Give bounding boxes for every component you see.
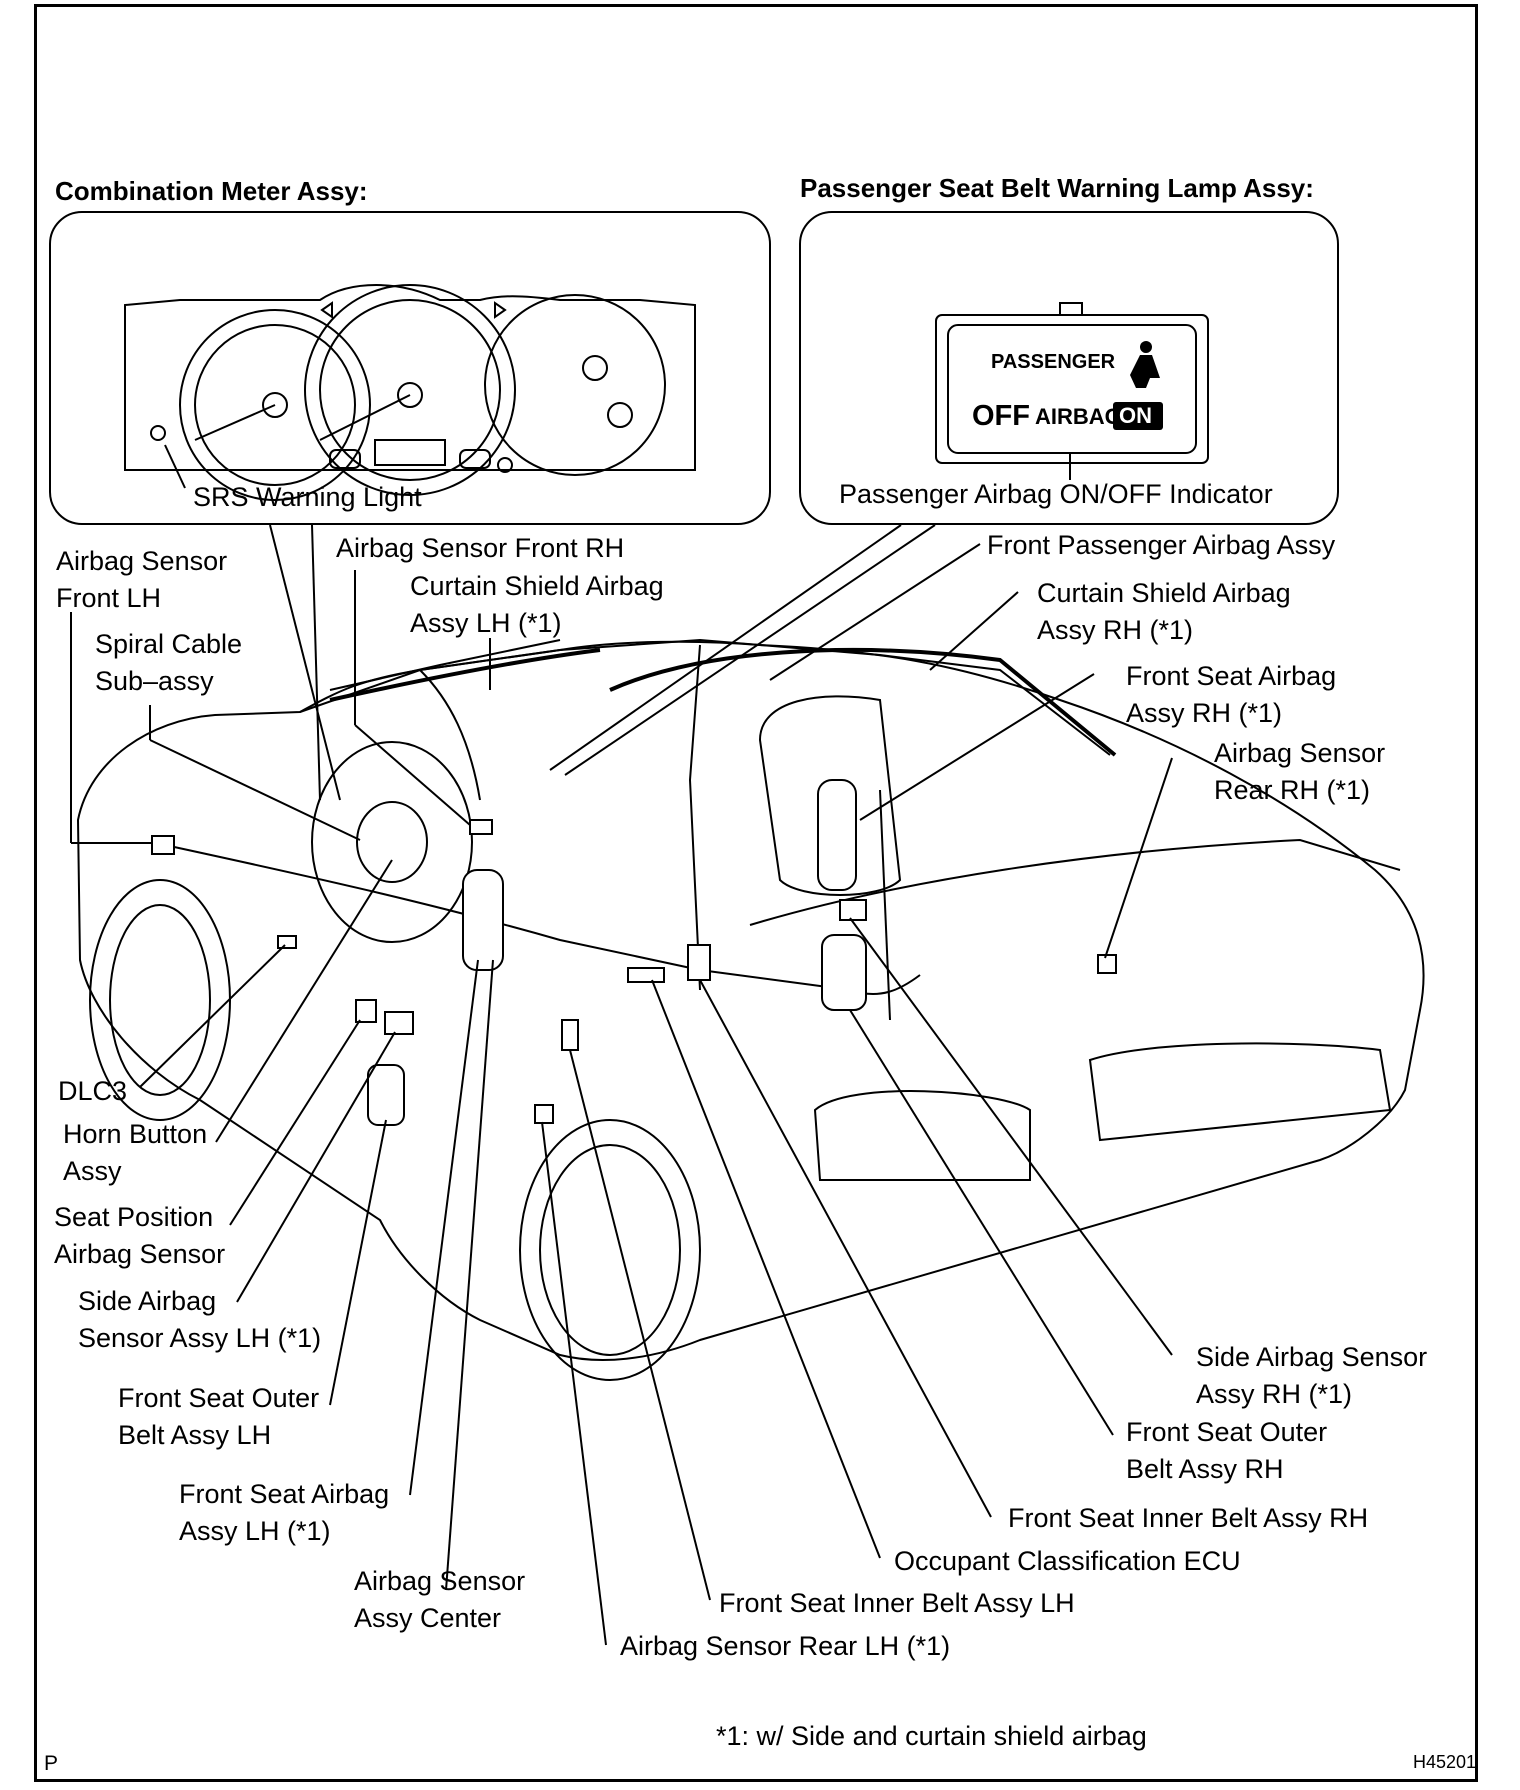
- airbag-sensor-front-rh: [469, 819, 493, 835]
- diagram-frame: [34, 4, 1478, 1782]
- label-airbag-sensor-rear-lh: Airbag Sensor Rear LH (*1): [620, 1631, 951, 1661]
- label-front-seat-inner-belt-lh: Front Seat Inner Belt Assy LH: [719, 1588, 1075, 1618]
- seat-position-sensor: [355, 999, 377, 1023]
- airbag-sensor-rear-lh: [534, 1104, 554, 1124]
- panel-passenger-text: PASSENGER: [991, 351, 1116, 373]
- passenger-lamp-box: [799, 211, 1339, 525]
- label-airbag-sensor-front-lh-1: Airbag Sensor: [56, 546, 228, 576]
- tachometer-gauge: [179, 309, 371, 501]
- airbag-sensor-rear-rh: [1097, 954, 1117, 974]
- label-front-seat-inner-belt-rh: Front Seat Inner Belt Assy RH: [1008, 1503, 1369, 1533]
- occupant-classification-ecu: [627, 967, 665, 983]
- label-curtain-shield-lh-2: Assy LH (*1): [410, 608, 562, 638]
- passenger-seat: [758, 695, 902, 896]
- label-airbag-sensor-rear-rh-1: Airbag Sensor: [1214, 738, 1386, 768]
- label-airbag-sensor-rear-rh-2: Rear RH (*1): [1214, 775, 1371, 805]
- header-combination-meter: Combination Meter Assy:: [55, 176, 368, 206]
- label-front-seat-airbag-rh-2: Assy RH (*1): [1126, 698, 1283, 728]
- srs-warning-icon: [150, 425, 166, 441]
- label-horn-button-2: Assy: [63, 1156, 122, 1186]
- outer-belt-retractor-rh: [821, 934, 867, 1011]
- label-airbag-sensor-front-lh-2: Front LH: [56, 583, 162, 613]
- label-curtain-shield-rh-1: Curtain Shield Airbag: [1037, 578, 1291, 608]
- label-airbag-sensor-center-1: Airbag Sensor: [354, 1566, 526, 1596]
- header-passenger-lamp: Passenger Seat Belt Warning Lamp Assy:: [800, 173, 1314, 203]
- curtain-airbag-rail: [329, 648, 1117, 757]
- label-front-seat-outer-belt-lh-1: Front Seat Outer: [118, 1383, 320, 1413]
- front-seat-airbag-lh: [462, 869, 504, 971]
- dlc3-connector: [277, 935, 297, 949]
- label-seat-position-sensor-1: Seat Position: [54, 1202, 214, 1232]
- label-airbag-sensor-front-rh: Airbag Sensor Front RH: [336, 533, 625, 563]
- label-front-seat-outer-belt-lh-2: Belt Assy LH: [118, 1420, 272, 1450]
- label-front-passenger-airbag: Front Passenger Airbag Assy: [987, 530, 1336, 560]
- airbag-sensor-front-lh: [151, 835, 175, 855]
- label-passenger-airbag-indicator: Passenger Airbag ON/OFF Indicator: [839, 479, 1273, 509]
- panel-off-text: OFF: [972, 400, 1030, 432]
- side-airbag-sensor-rh: [839, 899, 867, 921]
- label-spiral-cable-2: Sub–assy: [95, 666, 214, 696]
- corner-code-left: P: [44, 1752, 59, 1775]
- front-seat-airbag-rh: [817, 779, 857, 891]
- label-seat-position-sensor-2: Airbag Sensor: [54, 1239, 226, 1269]
- speedometer-gauge: [304, 284, 516, 496]
- panel-on-text: ON: [1119, 403, 1152, 428]
- steering-wheel: [311, 741, 473, 943]
- side-airbag-sensor-lh: [384, 1011, 414, 1035]
- outer-belt-retractor-lh: [367, 1064, 405, 1126]
- fuel-temp-gauge: [484, 294, 666, 476]
- label-curtain-shield-rh-2: Assy RH (*1): [1037, 615, 1194, 645]
- passenger-lamp-housing: [935, 314, 1209, 464]
- meter-cluster-outline: [124, 284, 696, 471]
- label-front-seat-outer-belt-rh-2: Belt Assy RH: [1126, 1454, 1284, 1484]
- label-curtain-shield-lh-1: Curtain Shield Airbag: [410, 571, 664, 601]
- label-side-airbag-sensor-lh-1: Side Airbag: [78, 1286, 217, 1316]
- combination-meter-box: [49, 211, 771, 525]
- label-front-seat-airbag-lh-1: Front Seat Airbag: [179, 1479, 390, 1509]
- wire-harness: [164, 844, 921, 995]
- label-side-airbag-sensor-lh-2: Sensor Assy LH (*1): [78, 1323, 322, 1353]
- label-spiral-cable-1: Spiral Cable: [95, 629, 243, 659]
- corner-code-right: H45201: [1413, 1752, 1477, 1772]
- inner-belt-buckle-rh: [687, 944, 711, 981]
- label-horn-button-1: Horn Button: [63, 1119, 208, 1149]
- label-front-seat-airbag-rh-1: Front Seat Airbag: [1126, 661, 1337, 691]
- seatbelt-icon-head: [1140, 341, 1152, 353]
- panel-airbag-text: AIRBAG: [1035, 404, 1122, 429]
- label-srs-warning-light: SRS Warning Light: [193, 482, 422, 512]
- label-front-seat-airbag-lh-2: Assy LH (*1): [179, 1516, 331, 1546]
- footnote: *1: w/ Side and curtain shield airbag: [716, 1721, 1147, 1751]
- on-indicator-box: [1113, 402, 1163, 430]
- label-front-seat-outer-belt-rh-1: Front Seat Outer: [1126, 1417, 1328, 1447]
- label-airbag-sensor-center-2: Assy Center: [354, 1603, 502, 1633]
- label-side-airbag-sensor-rh-2: Assy RH (*1): [1196, 1379, 1353, 1409]
- rear-wheel: [519, 1119, 701, 1381]
- label-side-airbag-sensor-rh-1: Side Airbag Sensor: [1196, 1342, 1428, 1372]
- label-occupant-classification-ecu: Occupant Classification ECU: [894, 1546, 1241, 1576]
- inner-belt-buckle-lh: [561, 1019, 579, 1051]
- seatbelt-icon-body: [1130, 355, 1160, 388]
- label-dlc3: DLC3: [58, 1076, 128, 1106]
